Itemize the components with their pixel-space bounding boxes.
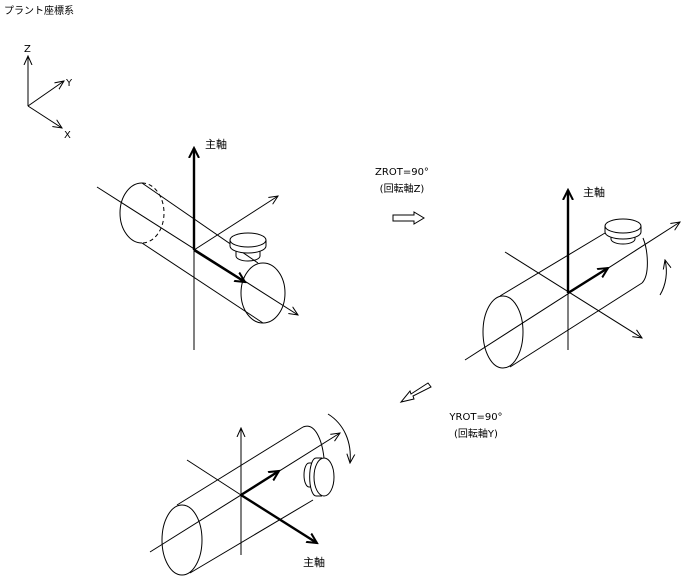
hollow-arrow-down-left-icon: [399, 382, 432, 403]
yrot-label: YROT=90°: [448, 412, 502, 423]
main-axis-label: 主軸: [205, 137, 227, 151]
y-axis-arrow: [27, 81, 64, 107]
zrot-sub: (回転軸Z): [380, 182, 425, 195]
hollow-arrow-right-icon: [392, 211, 425, 225]
main-axis-label: 主軸: [583, 185, 605, 199]
page-title: プラント座標系: [4, 4, 74, 17]
rotation-arrow-icon: [327, 413, 350, 463]
view-after-yrot: 主軸: [149, 413, 350, 576]
view-after-zrot: 主軸: [464, 185, 680, 369]
pipe-end: [240, 262, 286, 324]
x-axis-label: X: [64, 130, 71, 141]
nozzle: [604, 218, 642, 245]
y-axis-label: Y: [65, 78, 73, 89]
main-axis-label: 主軸: [303, 555, 325, 569]
x-axis-arrow: [27, 105, 62, 128]
nozzle: [303, 457, 335, 497]
nozzle: [229, 232, 267, 262]
yrot-sub: (回転軸Y): [454, 427, 498, 440]
transform-zrot: ZROT=90° (回転軸Z): [375, 167, 429, 225]
transform-yrot: YROT=90° (回転軸Y): [399, 382, 503, 440]
z-axis-label: Z: [24, 44, 31, 55]
rotation-arrow-icon: [659, 260, 666, 296]
view-initial: 主軸: [96, 137, 298, 350]
plant-axes: Z Y X: [24, 44, 73, 141]
zrot-label: ZROT=90°: [375, 167, 429, 178]
